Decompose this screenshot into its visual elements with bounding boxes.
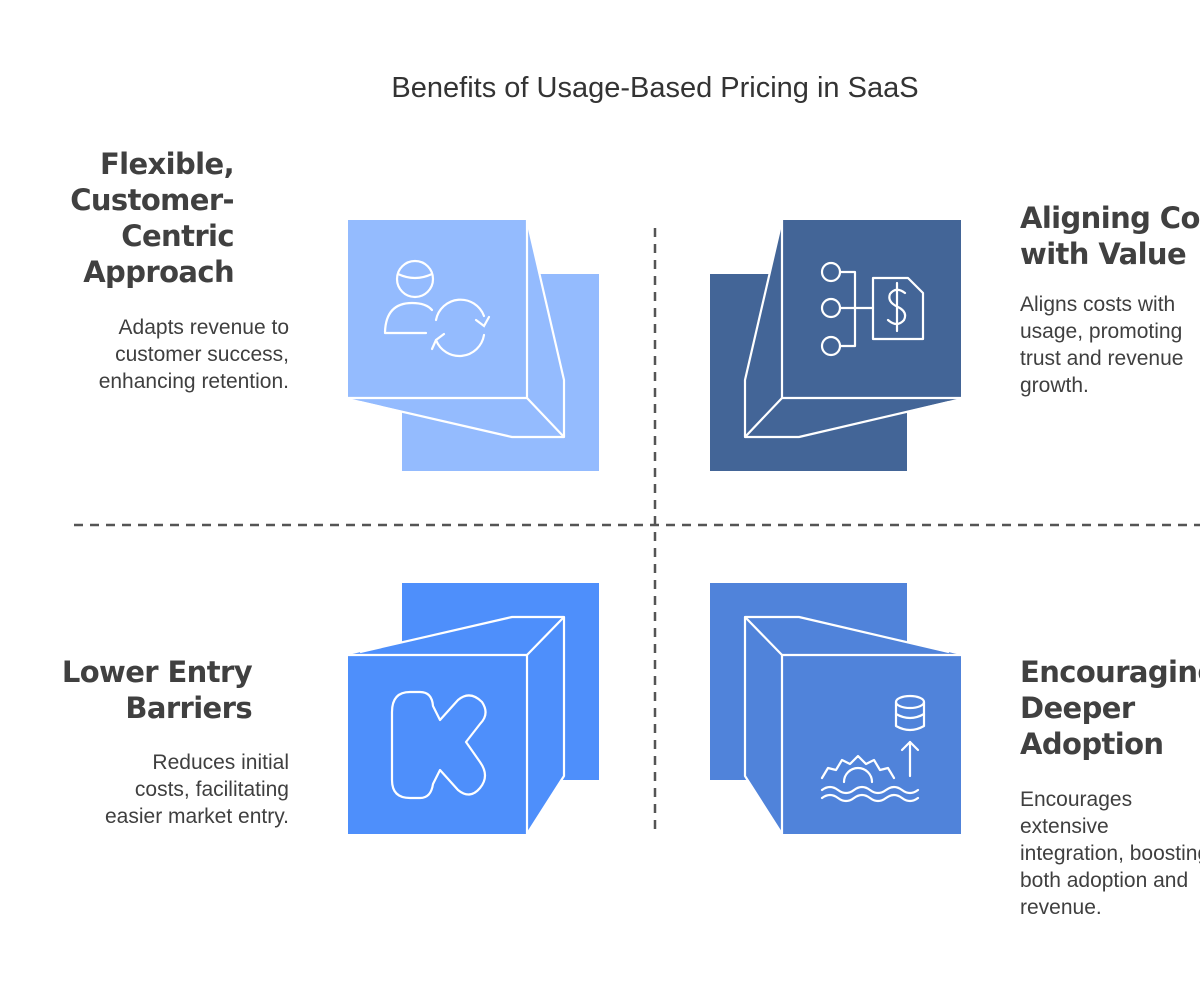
entry-shape-icon (390, 690, 487, 800)
page-title: Benefits of Usage-Based Pricing in SaaS (391, 72, 919, 104)
description-top-left: Adapts revenue to customer success, enha… (98, 316, 289, 393)
heading-top-left: Flexible, Customer- Centric Approach (70, 147, 234, 289)
description-top-right: Aligns costs with usage, promoting trust… (1020, 293, 1184, 397)
user-cycle-icon (383, 259, 491, 358)
box-bottom-right (710, 583, 961, 835)
heading-top-right: Aligning Costs with Value (1020, 201, 1200, 271)
description-bottom-right: Encourages extensive integration, boosti… (1020, 788, 1200, 919)
database-growth-icon (820, 694, 926, 803)
box-bottom-left (348, 583, 599, 835)
heading-bottom-left: Lower Entry Barriers (61, 655, 253, 725)
description-bottom-left: Reduces initial costs, facilitating easi… (104, 751, 289, 828)
heading-bottom-right: Encouraging Deeper Adoption (1020, 655, 1200, 761)
box-top-left (348, 219, 599, 471)
dollar-flow-icon (820, 261, 925, 357)
box-top-right (710, 219, 961, 471)
